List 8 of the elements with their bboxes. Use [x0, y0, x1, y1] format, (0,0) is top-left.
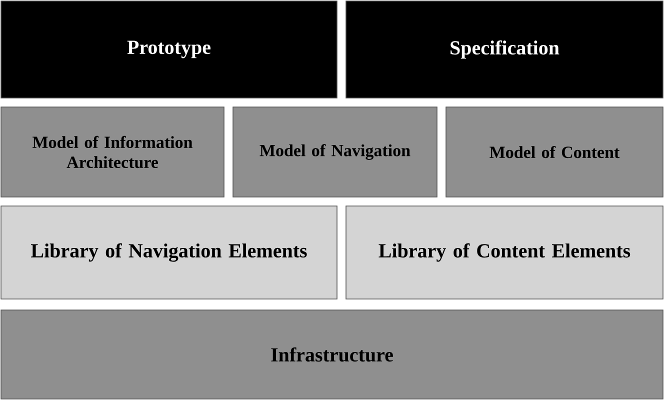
layer-box: Specification — [346, 0, 664, 98]
layer-box: Prototype — [0, 0, 338, 98]
model-box: Model of Navigation — [232, 106, 438, 198]
model-box: Model of Information Architecture — [0, 106, 224, 198]
layer-box: Infrastructure — [0, 310, 664, 400]
library-box: Library of Content Elements — [346, 206, 664, 300]
model-box: Model of Content — [446, 106, 664, 198]
library-box: Library of Navigation Elements — [0, 206, 338, 300]
